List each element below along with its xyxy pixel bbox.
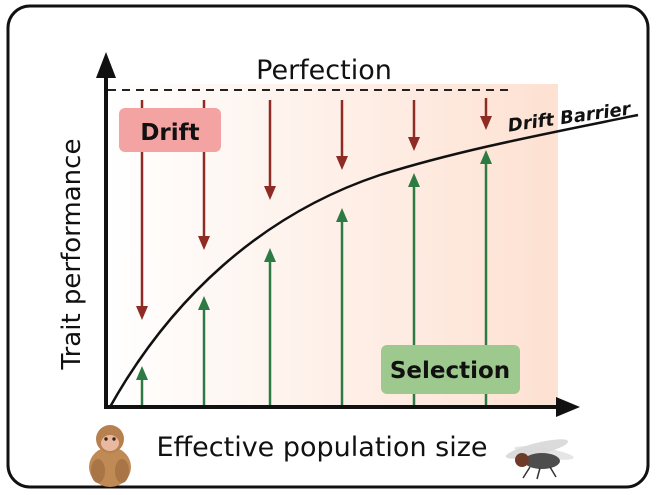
selection-label: Selection	[390, 358, 510, 384]
drift-barrier-curve	[108, 113, 639, 408]
selection-arrowhead-3	[264, 248, 276, 262]
drift-arrowhead-4	[336, 156, 348, 170]
fly-icon	[505, 439, 574, 480]
selection-arrowhead-5	[408, 173, 420, 187]
drift-arrowhead-5	[408, 137, 420, 151]
x-axis-arrowhead	[556, 397, 580, 417]
selection-arrowhead-6	[480, 150, 492, 164]
drift-arrowhead-6	[480, 116, 492, 130]
drift-badge	[119, 108, 221, 152]
perfection-label: Perfection	[256, 55, 392, 86]
y-axis-arrowhead	[96, 52, 116, 78]
monkey-icon	[89, 425, 131, 487]
drift-label: Drift	[140, 120, 199, 146]
selection-arrowhead-4	[336, 208, 348, 222]
y-axis-label: Trait performance	[57, 139, 87, 371]
drift-arrowhead-2	[198, 236, 210, 250]
drift-arrowhead-3	[264, 186, 276, 200]
selection-arrowhead-1	[136, 366, 148, 380]
drift-arrowhead-1	[136, 306, 148, 320]
selection-arrows	[136, 150, 492, 406]
x-axis-label: Effective population size	[157, 432, 488, 463]
selection-arrowhead-2	[198, 296, 210, 310]
selection-badge	[381, 345, 520, 394]
